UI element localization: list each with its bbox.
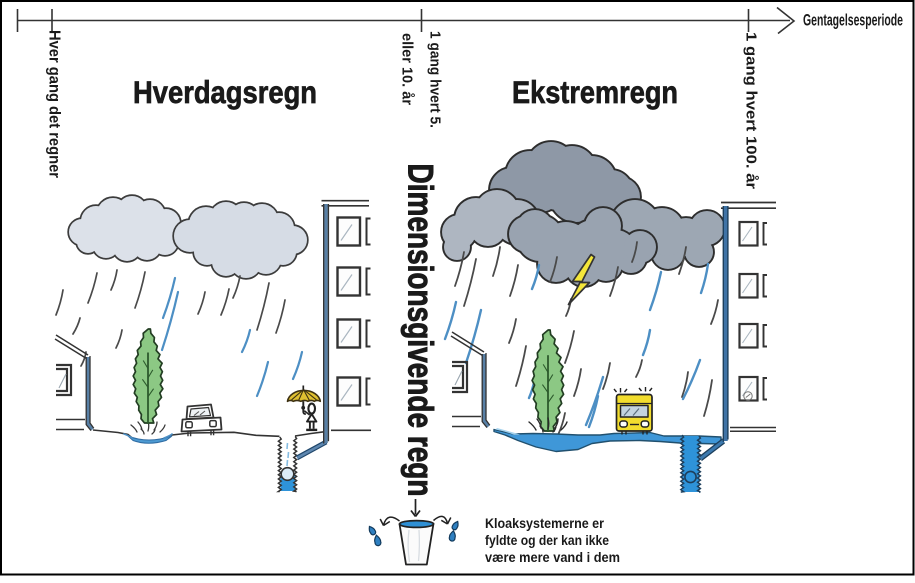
svg-text:Kloaksystemerne er: Kloaksystemerne er <box>485 515 604 531</box>
svg-text:være mere vand i dem: være mere vand i dem <box>485 549 620 565</box>
svg-text:1 gang hvert 100. år: 1 gang hvert 100. år <box>743 32 760 189</box>
svg-text:eller 10. år: eller 10. år <box>399 33 416 105</box>
svg-text:Ekstremregn: Ekstremregn <box>512 74 678 110</box>
svg-text:fyldte og der kan ikke: fyldte og der kan ikke <box>485 532 609 548</box>
svg-text:Dimensionsgivende regn: Dimensionsgivende regn <box>401 164 441 497</box>
svg-text:Hverdagsregn: Hverdagsregn <box>133 74 317 110</box>
svg-text:1 gang hvert 5.: 1 gang hvert 5. <box>427 31 444 128</box>
svg-text:Gentagelsesperiode: Gentagelsesperiode <box>803 12 903 30</box>
svg-text:Hver gang det regner: Hver gang det regner <box>46 30 63 178</box>
